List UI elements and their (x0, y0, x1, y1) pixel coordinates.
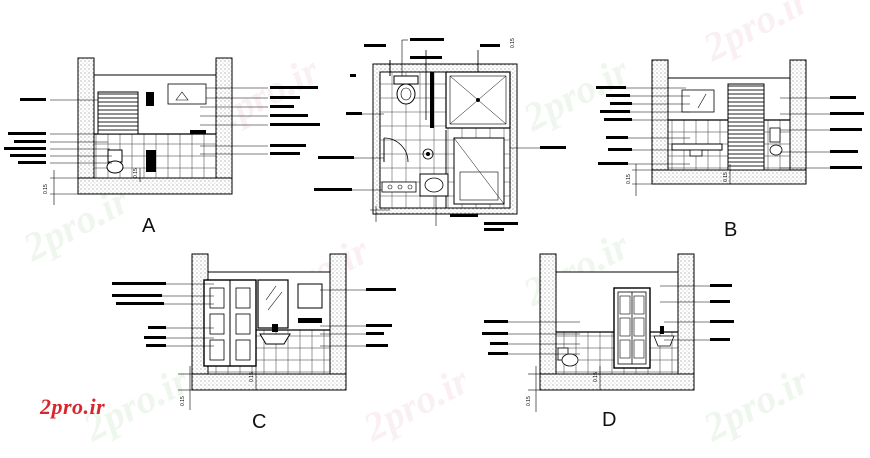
view-label-c: C (252, 411, 267, 433)
elevation-c (112, 253, 396, 410)
dimension-label: 0.15 (180, 396, 186, 406)
dimension-label: 0.15 (249, 372, 255, 382)
view-label-d: D (602, 409, 617, 431)
dimension-label: 0.15 (626, 174, 632, 184)
floor-plan (314, 38, 566, 231)
dimension-label: 0.15 (133, 168, 139, 178)
dimension-label: 0.15 (723, 172, 729, 182)
dimension-label: 0.15 (43, 184, 49, 194)
view-label-b: B (724, 219, 738, 241)
elevation-b (596, 59, 864, 196)
dimension-label: 0.15 (526, 396, 532, 406)
elevation-d (482, 253, 734, 412)
view-label-a: A (142, 215, 156, 237)
elevation-a (4, 57, 320, 205)
dimension-label: 0.15 (510, 38, 516, 48)
dimension-label: 0.15 (593, 372, 599, 382)
brand-logo[interactable]: 2pro.ir (40, 394, 106, 419)
